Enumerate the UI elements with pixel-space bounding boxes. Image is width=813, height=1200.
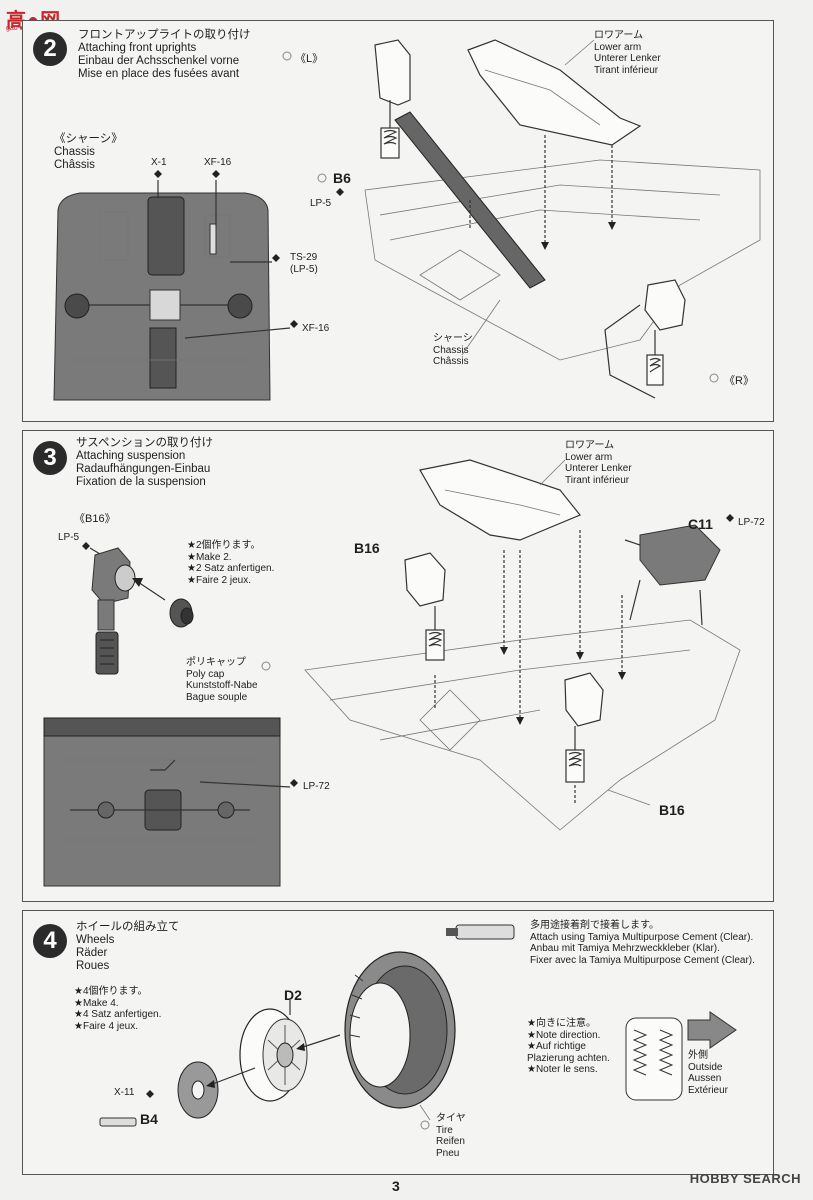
label-lp5-step3: LP-5 — [58, 532, 80, 543]
label-right: 《R》 — [724, 375, 754, 387]
label-lp72-c11: LP-72 — [738, 517, 765, 528]
step2-title: フロントアップライトの取り付け Attaching front uprights… — [78, 29, 251, 81]
footer-watermark: HOBBY SEARCH — [689, 1171, 801, 1186]
tire-ja: タイヤ — [436, 1113, 466, 1124]
chassis-title-fr: Châssis — [54, 159, 95, 171]
chassis-title-ja: 《シャーシ》 — [54, 133, 123, 145]
outside-fr: Extérieur — [688, 1084, 729, 1096]
s3-lower-arm-de: Unterer Lenker — [565, 463, 632, 474]
step2-number: 2 — [33, 32, 67, 66]
step4-title-de: Räder — [76, 947, 108, 959]
direction-de2: Plazierung achten. — [527, 1052, 610, 1064]
make4-en: ★Make 4. — [74, 997, 119, 1009]
step2-title-fr: Mise en place des fusées avant — [78, 68, 240, 80]
label-d2: D2 — [284, 987, 302, 1003]
s3-lower-arm-ja: ロワアーム — [565, 440, 615, 451]
label-lp5-step2: LP-5 — [310, 198, 332, 209]
step2-lower-arm-label: ロワアーム Lower arm Unterer Lenker Tirant in… — [594, 30, 661, 76]
chassis-ja: シャーシ — [433, 333, 473, 344]
chassis-en: Chassis — [433, 344, 469, 356]
label-lp72-underside: LP-72 — [303, 781, 330, 792]
step2-title-ja: フロントアップライトの取り付け — [78, 29, 251, 41]
step4-title-en: Wheels — [76, 934, 115, 946]
cement-note: 多用途接着剤で接着します。 Attach using Tamiya Multip… — [530, 920, 755, 966]
make4-fr: ★Faire 4 jeux. — [74, 1020, 138, 1032]
chassis-fr: Châssis — [433, 356, 469, 367]
lower-arm-en: Lower arm — [594, 41, 642, 53]
label-c11: C11 — [688, 516, 713, 532]
step3-title: サスペンションの取り付け Attaching suspension Radauf… — [76, 437, 213, 489]
step2-title-de: Einbau der Achsschenkel vorne — [78, 55, 240, 67]
label-ts29: TS-29 — [290, 252, 318, 263]
cement-en: Attach using Tamiya Multipurpose Cement … — [530, 931, 754, 943]
page-number: 3 — [392, 1178, 400, 1194]
direction-ja: ★向きに注意。 — [527, 1018, 596, 1029]
label-b6: B6 — [333, 170, 351, 186]
polycap-en: Poly cap — [186, 668, 225, 680]
make2-fr: ★Faire 2 jeux. — [187, 574, 251, 586]
tire-en: Tire — [436, 1124, 453, 1136]
step4-make-note: ★4個作ります。 ★Make 4. ★4 Satz anfertigen. ★F… — [74, 986, 161, 1032]
outside-de: Aussen — [688, 1073, 722, 1084]
make4-de: ★4 Satz anfertigen. — [74, 1009, 162, 1020]
tire-de: Reifen — [436, 1136, 465, 1147]
polycap-de: Kunststoff-Nabe — [186, 680, 258, 691]
step3-title-ja: サスペンションの取り付け — [76, 437, 213, 449]
step3-number: 3 — [33, 441, 67, 475]
polycap-fr: Bague souple — [186, 691, 248, 703]
step3-lower-arm-label: ロワアーム Lower arm Unterer Lenker Tirant in… — [565, 440, 632, 486]
label-b4: B4 — [140, 1111, 158, 1127]
tire-fr: Pneu — [436, 1147, 460, 1159]
make2-en: ★Make 2. — [187, 551, 232, 563]
step4-title-ja: ホイールの組み立て — [76, 921, 180, 933]
step3-title-en: Attaching suspension — [76, 450, 186, 462]
direction-de: ★Auf richtige — [527, 1041, 586, 1052]
step3-title-de: Radaufhängungen-Einbau — [76, 463, 211, 475]
make4-ja: ★4個作ります。 — [74, 986, 148, 997]
outside-en: Outside — [688, 1061, 723, 1073]
step2-title-en: Attaching front uprights — [78, 42, 197, 54]
step4-number: 4 — [33, 924, 67, 958]
label-xf16-top: XF-16 — [204, 157, 232, 168]
label-xf16-side: XF-16 — [302, 323, 330, 334]
label-b16-title: 《B16》 — [74, 513, 116, 525]
polycap-label: ポリキャップ Poly cap Kunststoff-Nabe Bague so… — [186, 657, 258, 703]
label-x11: X-11 — [114, 1087, 135, 1098]
cement-ja: 多用途接着剤で接着します。 — [530, 920, 659, 931]
make2-de: ★2 Satz anfertigen. — [187, 563, 275, 574]
cement-de: Anbau mit Tamiya Mehrzweckkleber (Klar). — [530, 943, 720, 954]
step2-chassis-label: シャーシ Chassis Châssis — [433, 333, 473, 368]
chassis-view-title: 《シャーシ》 Chassis Châssis — [54, 133, 123, 172]
label-x1: X-1 — [151, 157, 167, 168]
lower-arm-de: Unterer Lenker — [594, 53, 661, 64]
label-b16-left: B16 — [354, 540, 380, 556]
step4-title-fr: Roues — [76, 960, 110, 972]
label-b16-right: B16 — [659, 802, 685, 818]
direction-en: ★Note direction. — [527, 1029, 601, 1041]
s3-lower-arm-en: Lower arm — [565, 451, 613, 463]
lower-arm-fr: Tirant inférieur — [594, 64, 659, 76]
label-left: 《L》 — [295, 53, 324, 65]
outside-ja: 外側 — [688, 1050, 708, 1061]
step3-title-fr: Fixation de la suspension — [76, 476, 206, 488]
s3-lower-arm-fr: Tirant inférieur — [565, 474, 630, 486]
step3-make-note: ★2個作ります。 ★Make 2. ★2 Satz anfertigen. ★F… — [187, 540, 274, 586]
direction-fr: ★Noter le sens. — [527, 1064, 598, 1075]
step4-title: ホイールの組み立て Wheels Räder Roues — [76, 921, 180, 973]
tire-label: タイヤ Tire Reifen Pneu — [436, 1113, 466, 1159]
cement-fr: Fixer avec la Tamiya Multipurpose Cement… — [530, 954, 755, 966]
lower-arm-ja: ロワアーム — [594, 30, 644, 41]
direction-note: ★向きに注意。 ★Note direction. ★Auf richtige P… — [527, 1018, 610, 1076]
outside-label: 外側 Outside Aussen Extérieur — [688, 1050, 728, 1096]
chassis-title-en: Chassis — [54, 146, 95, 158]
polycap-ja: ポリキャップ — [186, 657, 246, 668]
make2-ja: ★2個作ります。 — [187, 540, 261, 551]
label-ts29-sub: (LP-5) — [290, 264, 318, 275]
